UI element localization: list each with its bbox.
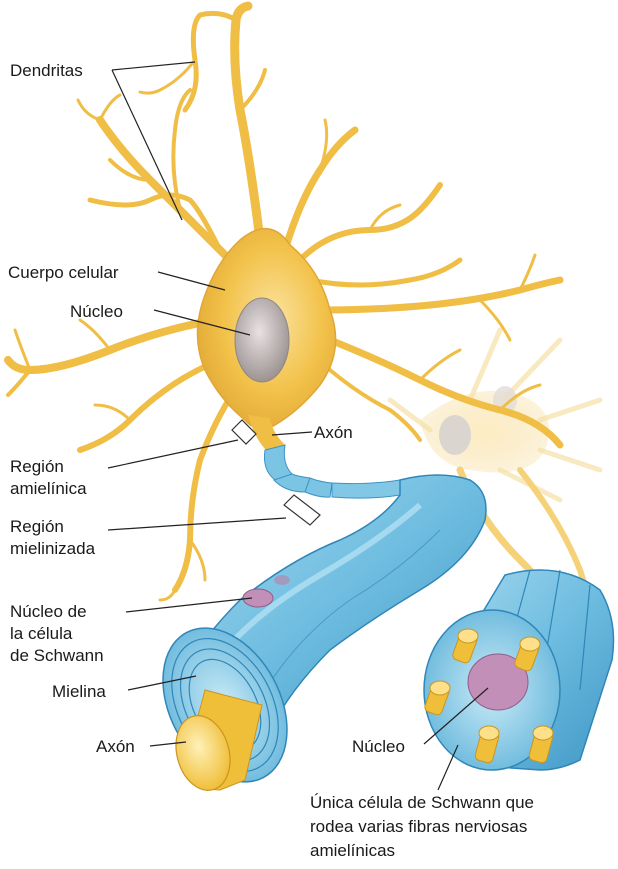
label-region-mielinizada: Región mielinizada bbox=[10, 517, 96, 558]
label-axon-top: Axón bbox=[314, 423, 353, 442]
label-nucleo-schwann: Núcleo de la célula de Schwann bbox=[10, 602, 104, 665]
label-cuerpo-celular: Cuerpo celular bbox=[8, 263, 119, 282]
myelin-segments bbox=[264, 445, 400, 498]
label-dendritas: Dendritas bbox=[10, 61, 83, 80]
label-mielina: Mielina bbox=[52, 682, 106, 701]
cell-nucleus bbox=[235, 298, 289, 382]
label-region-amielinica: Región amielínica bbox=[10, 457, 87, 498]
label-axon-bottom: Axón bbox=[96, 737, 135, 756]
unmyelinated-bundle bbox=[423, 570, 613, 770]
label-nucleo-top: Núcleo bbox=[70, 302, 123, 321]
label-nucleo-bottom: Núcleo bbox=[352, 737, 405, 756]
label-unica-celula: Única célula de Schwann que rodea varias… bbox=[310, 793, 539, 860]
